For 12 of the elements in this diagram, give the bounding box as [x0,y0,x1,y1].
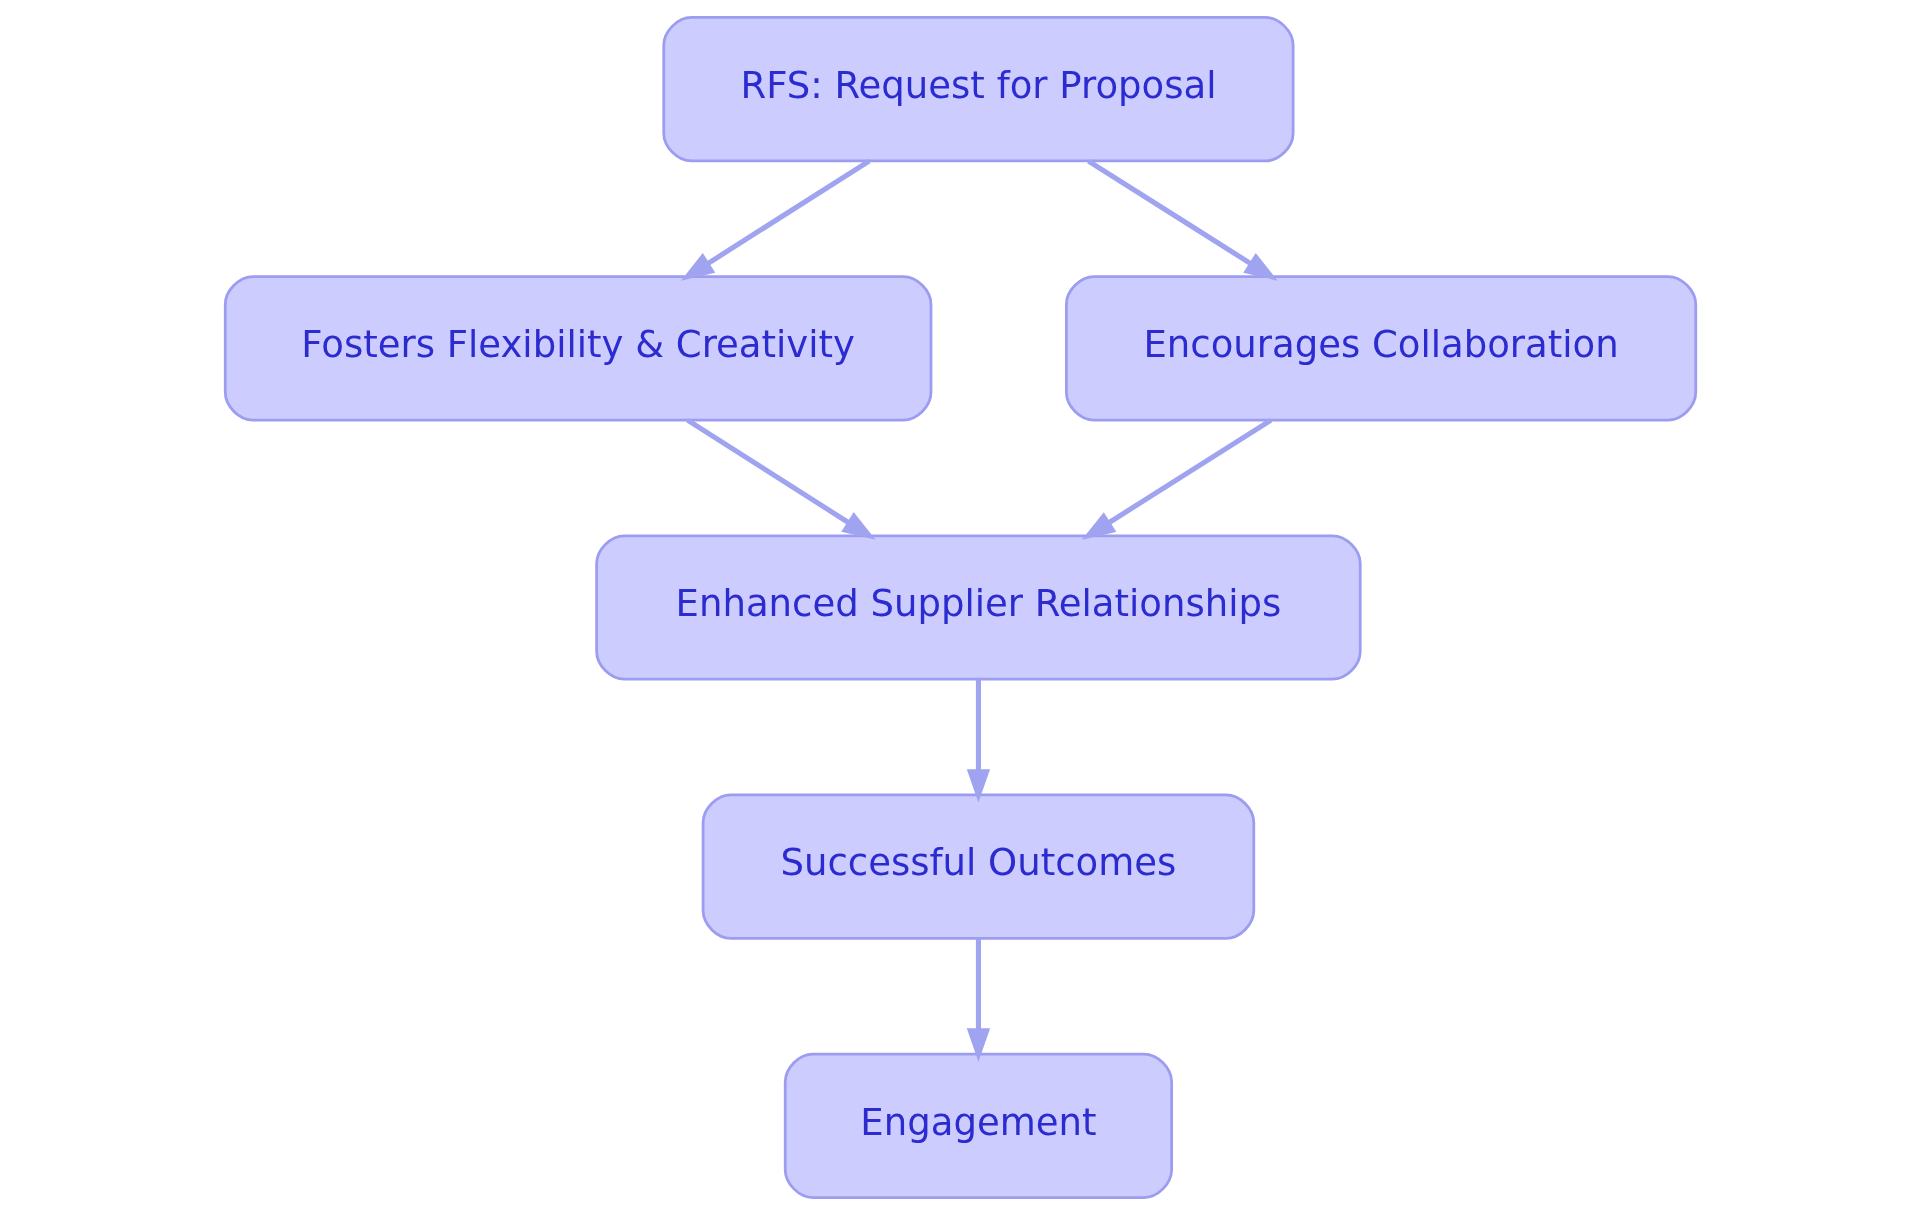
arrow [1081,418,1272,540]
node-box: RFS: Request for Proposal [661,16,1294,163]
node-box: Fosters Flexibility & Creativity [223,275,932,422]
node-box: Encourages Collaboration [1064,275,1697,422]
arrow [1086,158,1278,281]
node-box: Successful Outcomes [701,793,1255,940]
arrow [966,679,990,803]
arrow [966,938,990,1062]
arrow [680,158,870,281]
arrow [685,418,876,540]
node-box: Enhanced Supplier Relationships [594,534,1362,681]
node-box: Engagement [783,1052,1173,1199]
